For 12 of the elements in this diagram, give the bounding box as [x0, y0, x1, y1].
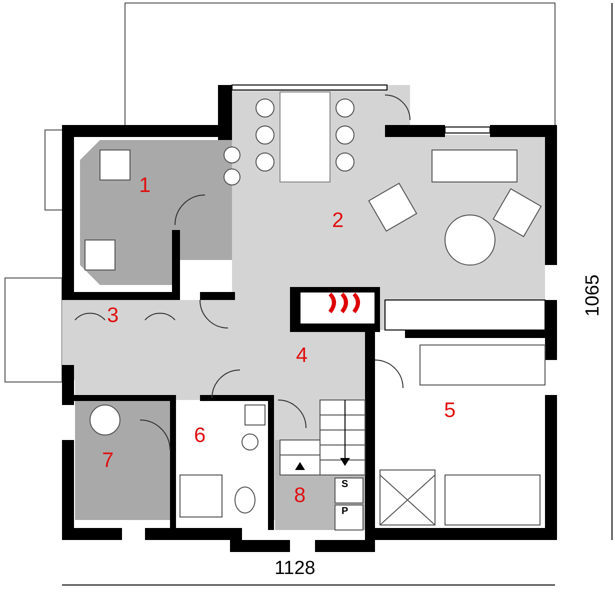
room-number: 7	[102, 450, 114, 470]
room-number: 2	[332, 210, 344, 230]
room-number: 1	[139, 174, 151, 196]
room-number: 8	[294, 484, 306, 506]
dimension-label: 1065	[584, 274, 603, 316]
appliance-label: P	[342, 507, 348, 517]
room-number: 3	[107, 304, 119, 326]
appliance-label: S	[342, 480, 348, 490]
room-number: 6	[194, 424, 206, 446]
room-number: 5	[444, 400, 456, 420]
dimension-label: 1128	[274, 559, 316, 578]
room-number: 4	[296, 344, 308, 366]
